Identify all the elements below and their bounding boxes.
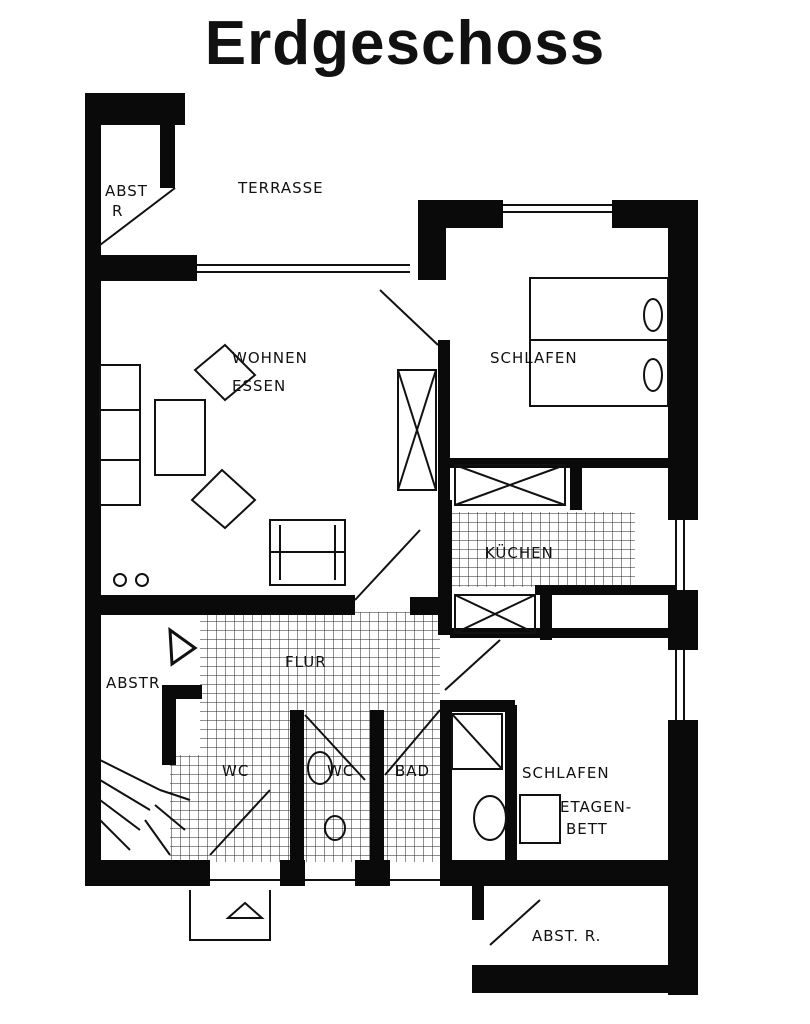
label-bett: BETT — [566, 820, 608, 838]
label-schlafen-1: SCHLAFEN — [490, 349, 578, 367]
label-abst-top-r: R — [112, 202, 123, 220]
label-wc-2: WC — [327, 762, 354, 780]
label-wohnen: WOHNEN — [232, 349, 308, 367]
label-essen: ESSEN — [232, 377, 286, 395]
label-bad: BAD — [395, 762, 430, 780]
furniture — [99, 277, 669, 856]
plan-title: Erdgeschoss — [204, 9, 606, 78]
tiled-floors — [170, 512, 635, 862]
windows — [189, 204, 685, 941]
label-abst-top: ABST — [105, 182, 148, 200]
label-kuechen: KÜCHEN — [485, 543, 554, 562]
label-schlafen-2: SCHLAFEN — [522, 764, 610, 782]
label-abst-bottom: ABST. R. — [532, 927, 601, 945]
label-etagen: ETAGEN- — [560, 798, 632, 816]
label-wc-1: WC — [222, 762, 249, 780]
label-terrasse: TERRASSE — [237, 179, 324, 197]
walls — [85, 93, 698, 995]
label-abstr-left: ABSTR — [106, 674, 160, 692]
doors — [99, 187, 541, 946]
label-flur: FLUR — [285, 653, 327, 671]
room-labels: ABST R TERRASSE WOHNEN ESSEN SCHLAFEN KÜ… — [105, 179, 632, 945]
